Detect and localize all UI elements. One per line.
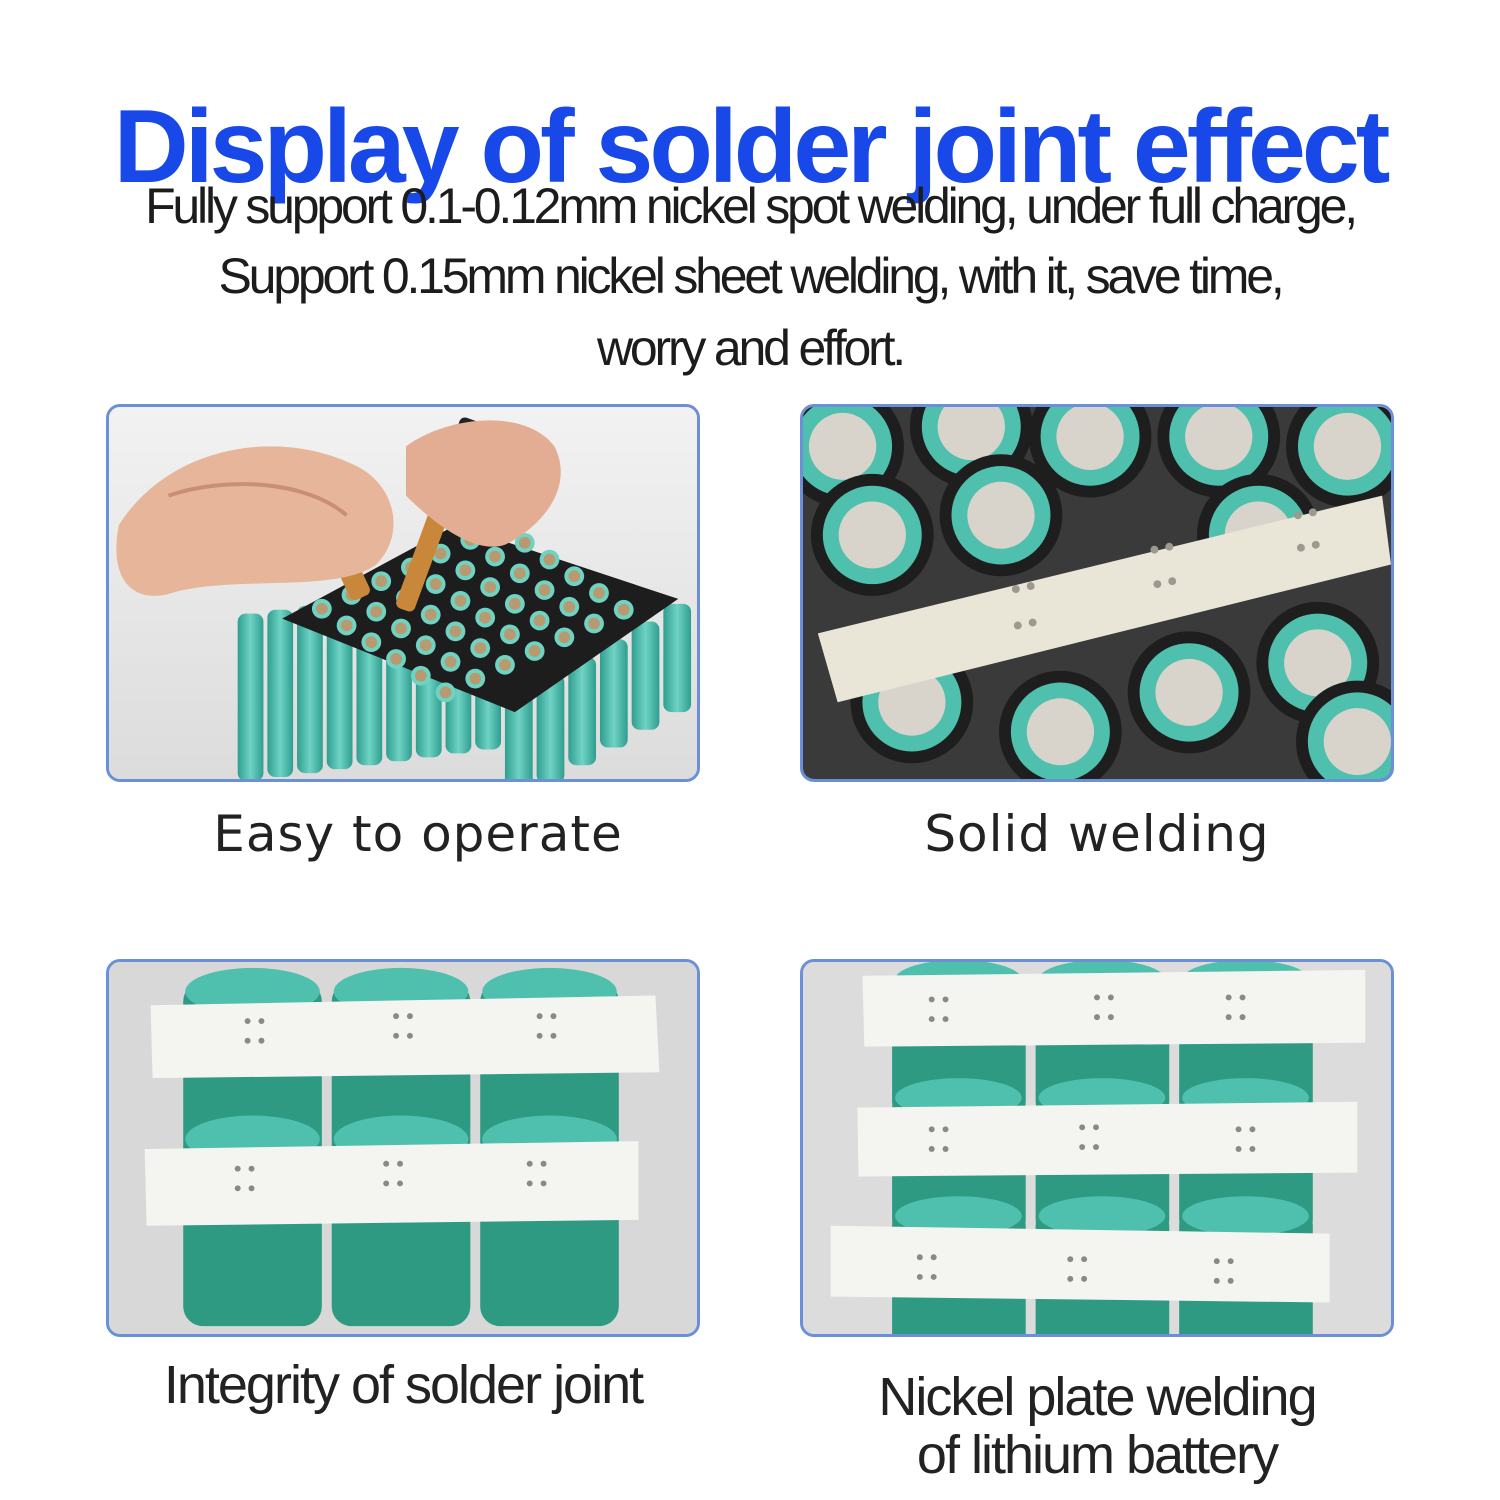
page-title: Display of solder joint effect	[113, 88, 1391, 205]
photo-nickel-plate-welding	[800, 959, 1394, 1337]
caption-integrity-of-solder-joint: Integrity of solder joint	[163, 1355, 644, 1415]
battery-pack-welding-illustration	[109, 407, 697, 779]
photo-solid-welding	[800, 404, 1394, 782]
photo-easy-to-operate	[106, 404, 700, 782]
subtitle-line-2: Support 0.15mm nickel sheet welding, wit…	[218, 248, 1284, 304]
subtitle-line-1: Fully support 0.1-0.12mm nickel spot wel…	[145, 178, 1358, 234]
solder-joint-integrity-illustration	[109, 962, 697, 1334]
caption-solid-welding: Solid welding	[924, 805, 1270, 863]
caption-easy-to-operate: Easy to operate	[213, 805, 623, 863]
nickel-plate-welding-illustration	[803, 962, 1391, 1334]
photo-integrity-of-solder-joint	[106, 959, 700, 1337]
solid-welding-illustration	[803, 407, 1391, 779]
caption-nickel-plate-welding-line-2: of lithium battery	[916, 1425, 1279, 1485]
caption-nickel-plate-welding-line-1: Nickel plate welding	[878, 1367, 1317, 1427]
subtitle-line-3: worry and effort.	[597, 320, 906, 376]
